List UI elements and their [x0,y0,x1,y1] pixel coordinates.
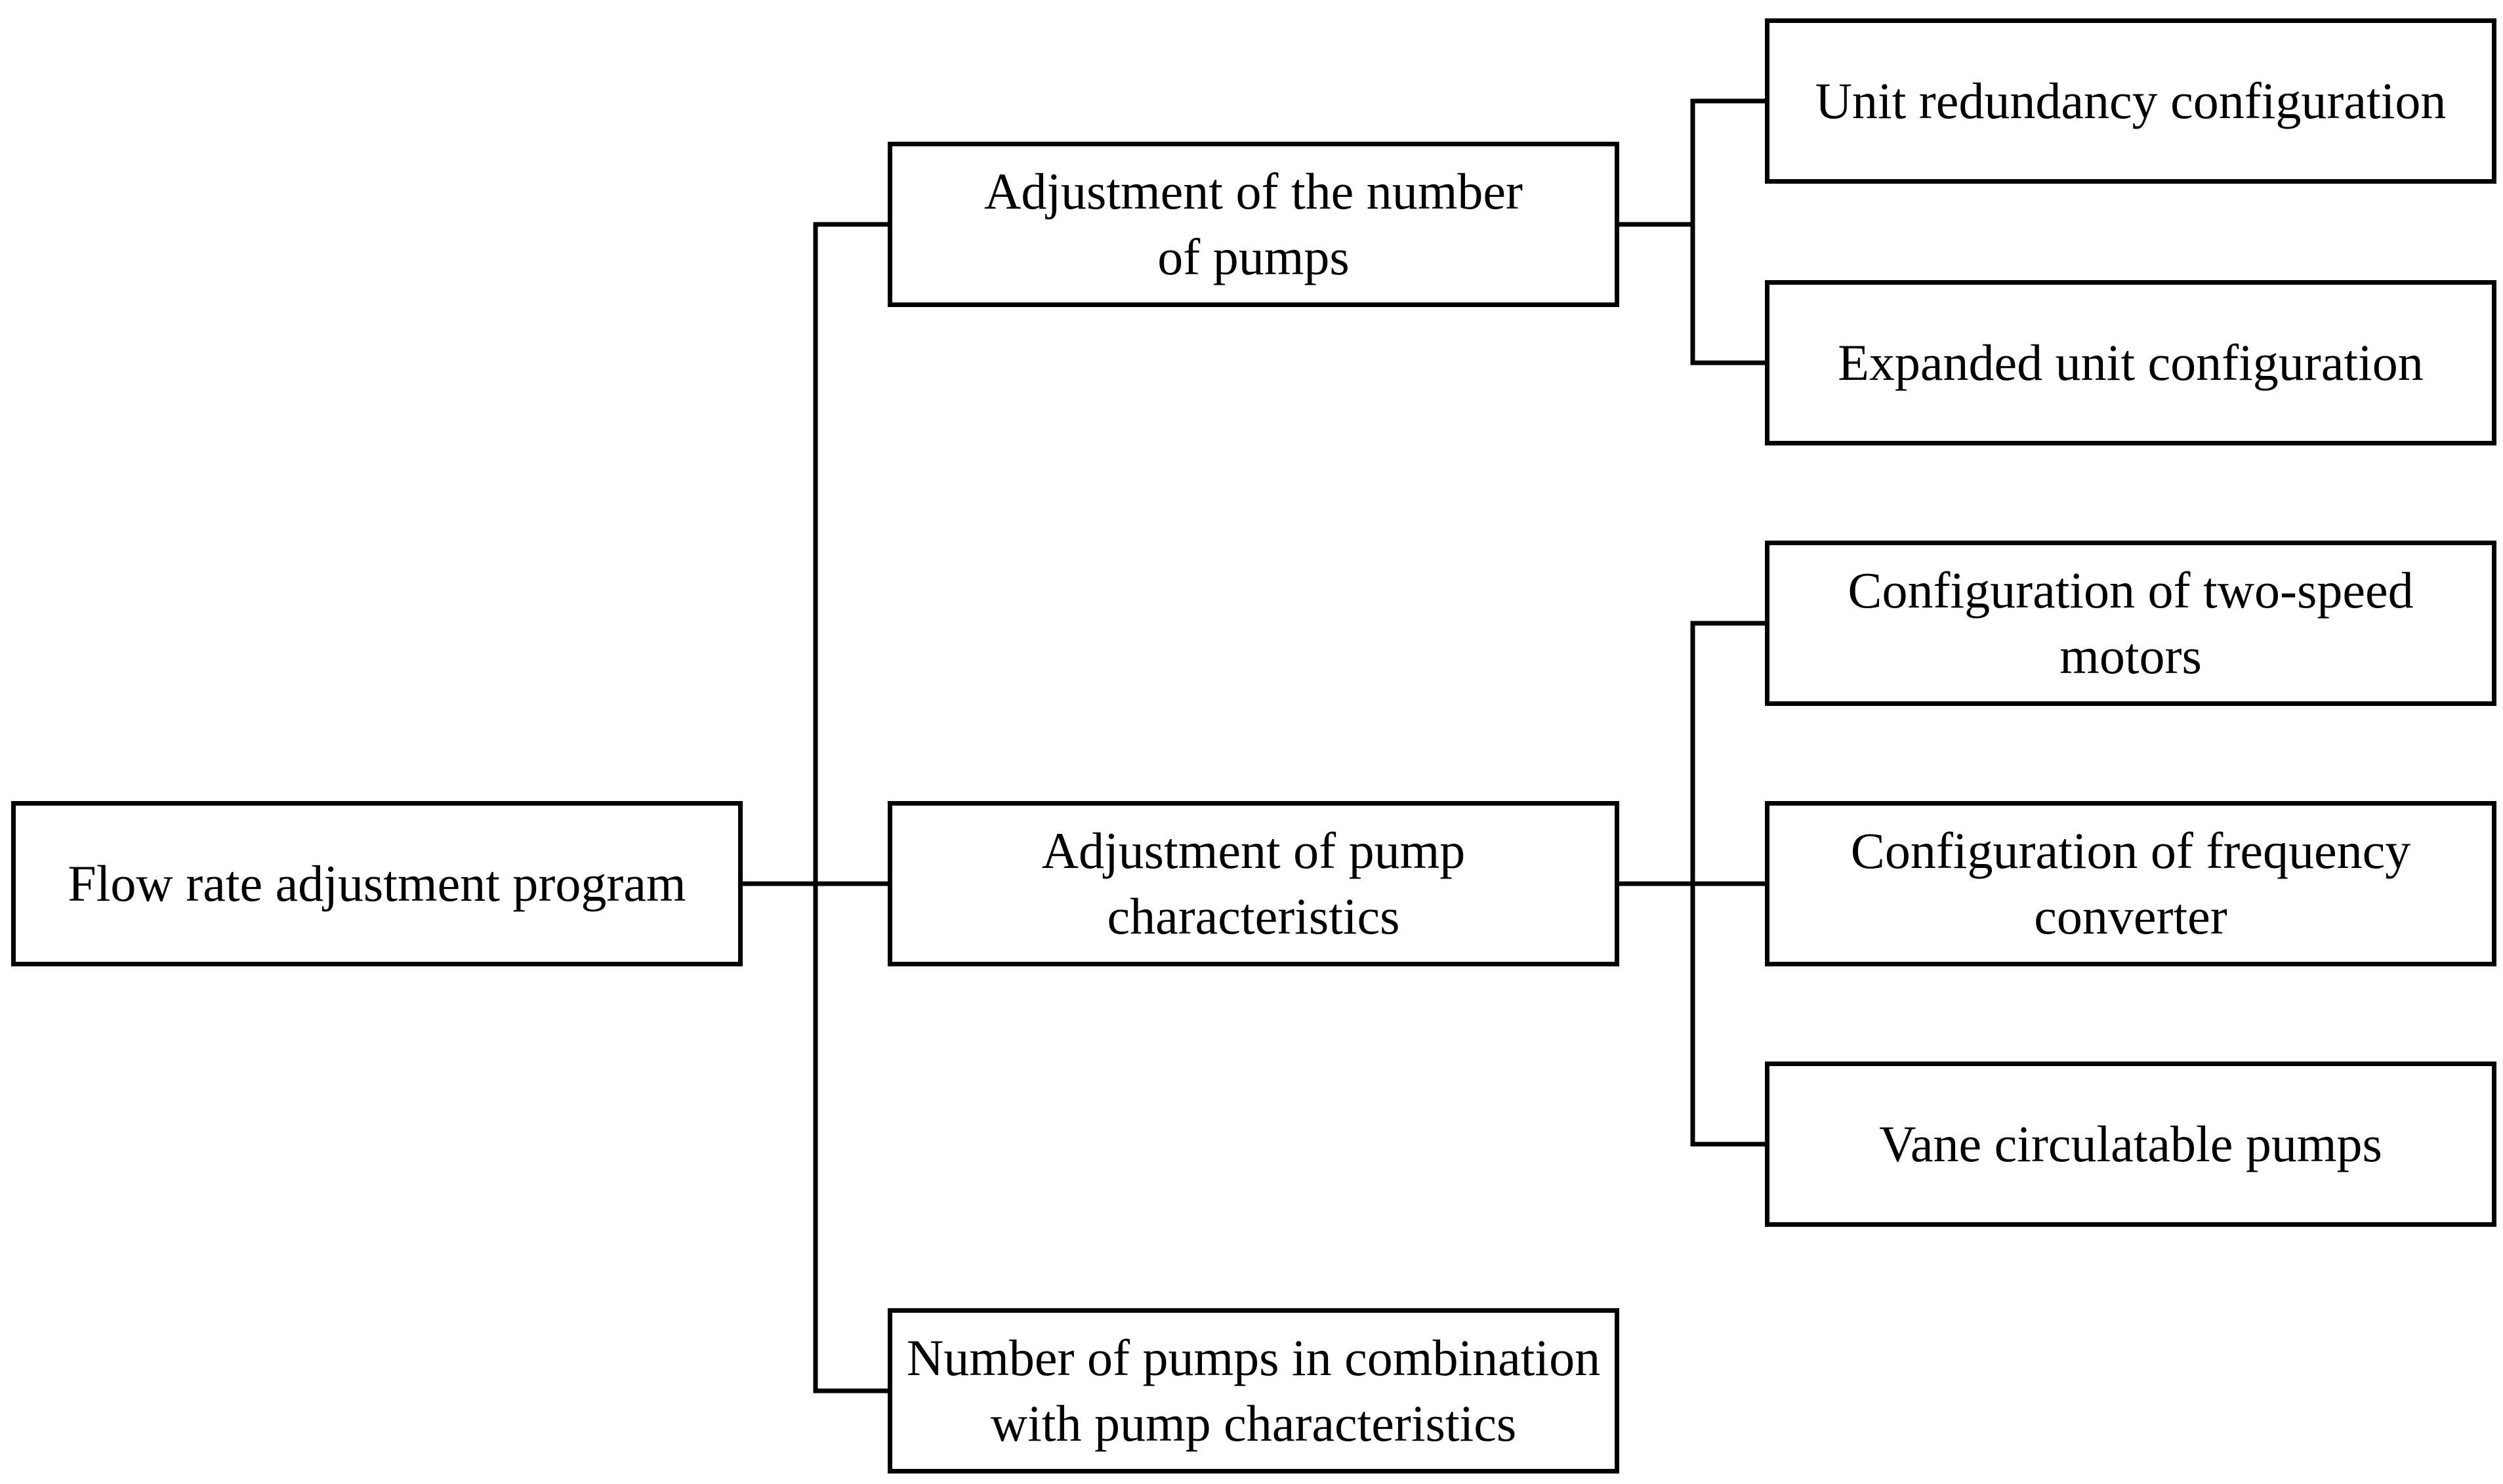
node-expanded-unit-configuration: Expanded unit configuration [1765,280,2496,445]
node-frequency-converter-configuration: Configuration of frequency converter [1765,801,2496,966]
node-label: Number of pumps in combination with pump… [906,1329,1601,1452]
node-number-of-pumps-combination: Number of pumps in combination with pump… [888,1308,1619,1474]
node-label: Adjustment of pump characteristics [1041,822,1466,945]
node-two-speed-motors-configuration: Configuration of two-speed motors [1765,541,2496,706]
node-adjustment-number-of-pumps: Adjustment of the number of pumps [888,142,1619,307]
node-label: Flow rate adjustment program [68,855,686,913]
node-label: Configuration of two-speed motors [1848,562,2414,684]
node-label: Vane circulatable pumps [1879,1115,2382,1173]
node-vane-circulatable-pumps: Vane circulatable pumps [1765,1061,2496,1227]
node-label: Adjustment of the number of pumps [983,163,1523,285]
node-unit-redundancy-configuration: Unit redundancy configuration [1765,18,2496,184]
node-adjustment-pump-characteristics: Adjustment of pump characteristics [888,801,1619,966]
node-label: Expanded unit configuration [1838,334,2424,392]
node-label: Configuration of frequency converter [1850,822,2411,945]
node-flow-rate-adjustment-program: Flow rate adjustment program [11,801,743,966]
node-label: Unit redundancy configuration [1815,72,2447,130]
